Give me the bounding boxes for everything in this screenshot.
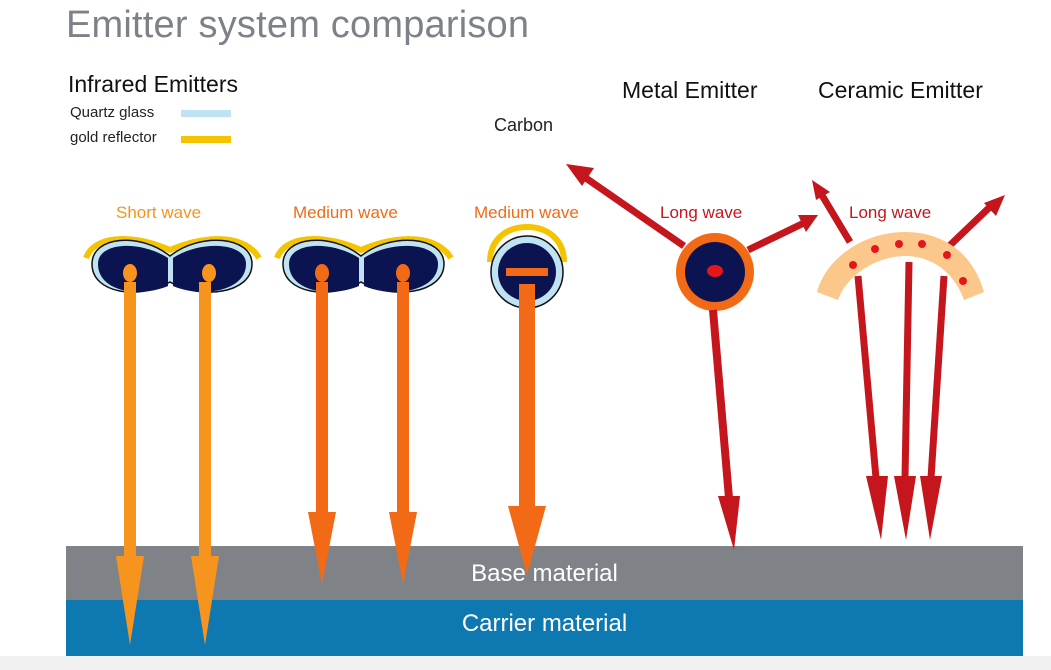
ceramic-element-dot (871, 245, 879, 253)
medium-wave-beam-right (397, 282, 409, 512)
short-wave-arrowhead-right (191, 556, 219, 645)
ceramic-emitter (812, 180, 1005, 540)
medium-wave-filament-left (315, 264, 329, 282)
ceramic-element-dot (895, 240, 903, 248)
carrier-material-band: Carrier material (66, 600, 1023, 656)
base-material-label: Base material (471, 560, 618, 587)
ceramic-element-dot (849, 261, 857, 269)
ceramic-ray-up-right-arrowhead (984, 195, 1005, 216)
ceramic-element-dot (943, 251, 951, 259)
carbon-beam (519, 284, 535, 506)
legend-label-quartz-glass: Quartz glass (70, 104, 155, 121)
legend-label-gold-reflector: gold reflector (70, 129, 157, 146)
carbon-label: Carbon (494, 115, 554, 135)
medium-wave-twin-emitter (274, 236, 454, 584)
carbon-filament (506, 268, 548, 276)
long-wave-label-metal: Long wave (660, 203, 743, 222)
short-wave-filament-right (202, 264, 216, 282)
ceramic-ray-down-1 (854, 275, 880, 479)
medium-wave-arrowhead-left (308, 512, 336, 584)
metal-filament (707, 265, 723, 277)
infrared-emitters-heading: Infrared Emitters (68, 71, 238, 97)
metal-ray-down (709, 309, 733, 499)
ceramic-element-dot (959, 277, 967, 285)
footer-strip (0, 656, 1051, 670)
metal-emitter (566, 164, 818, 550)
metal-emitter-heading: Metal Emitter (622, 77, 758, 103)
carbon-arrowhead (508, 506, 546, 575)
medium-wave-beam-left (316, 282, 328, 512)
short-wave-emitter (83, 236, 262, 645)
ceramic-ray-up-left-arrowhead (812, 180, 830, 200)
carrier-material-label: Carrier material (461, 610, 628, 637)
ceramic-ray-down-3-arrowhead (920, 476, 942, 540)
metal-ray-up-right (746, 218, 808, 254)
legend-swatch-gold-reflector (181, 136, 231, 143)
short-wave-beam-left (124, 282, 136, 556)
short-wave-filament-left (123, 264, 137, 282)
metal-ray-up-left-arrowhead (566, 164, 594, 186)
ceramic-ray-up-left (816, 190, 854, 244)
ceramic-body (817, 232, 984, 300)
ceramic-ray-down-2 (901, 261, 913, 479)
ceramic-ray-up-right (942, 201, 996, 253)
base-material-band: Base material (66, 546, 1023, 600)
medium-wave-filament-right (396, 264, 410, 282)
medium-wave-gold-reflector (274, 236, 454, 260)
ceramic-ray-down-2-arrowhead (894, 476, 916, 540)
medium-wave-arrowhead-right (389, 512, 417, 584)
short-wave-beam-right (199, 282, 211, 556)
ceramic-ray-down-3 (927, 275, 948, 479)
long-wave-label-ceramic: Long wave (849, 203, 932, 222)
metal-ray-down-arrowhead (718, 496, 740, 550)
medium-wave-carbon-emitter (487, 223, 567, 575)
legend-swatch-quartz-glass (181, 110, 231, 117)
short-wave-arrowhead-left (116, 556, 144, 645)
page-title: Emitter system comparison (66, 4, 530, 46)
carbon-gold-reflector (487, 223, 567, 263)
medium-wave-label-2: Medium wave (474, 203, 579, 222)
ceramic-emitter-heading: Ceramic Emitter (818, 77, 983, 103)
short-wave-label: Short wave (116, 203, 202, 222)
short-wave-gold-reflector (83, 236, 262, 260)
metal-ray-up-left (578, 171, 686, 249)
ceramic-element-dot (918, 240, 926, 248)
ceramic-ray-down-1-arrowhead (866, 476, 888, 540)
medium-wave-label-1: Medium wave (293, 203, 398, 222)
metal-ray-up-right-arrowhead (798, 215, 818, 232)
